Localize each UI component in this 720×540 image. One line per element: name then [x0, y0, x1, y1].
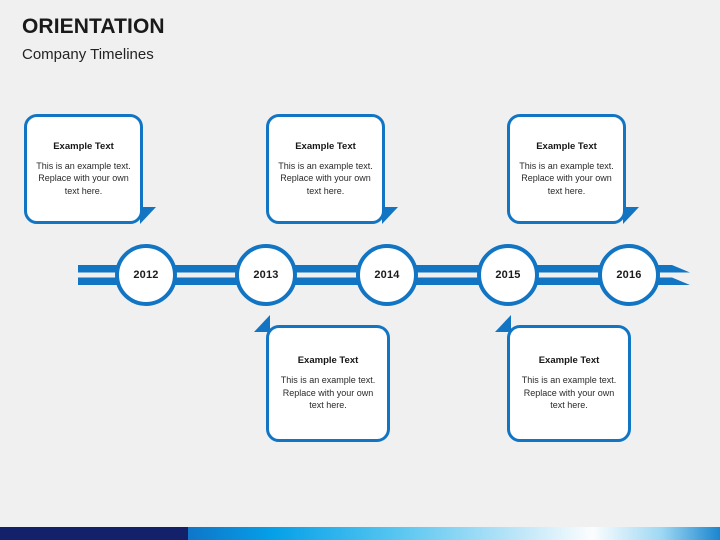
footer-gradient-segment [188, 527, 720, 540]
callout-title: Example Text [536, 140, 597, 152]
callout-top-3[interactable]: Example Text This is an example text. Re… [507, 114, 626, 224]
timeline-node-2014[interactable]: 2014 [356, 244, 418, 306]
page-title: ORIENTATION [22, 15, 165, 38]
page-subtitle: Company Timelines [22, 46, 154, 63]
timeline-node-label: 2014 [374, 269, 400, 281]
timeline-node-2015[interactable]: 2015 [477, 244, 539, 306]
callout-title: Example Text [53, 140, 114, 152]
callout-title: Example Text [295, 140, 356, 152]
callout-tail-icon [623, 207, 639, 224]
header: ORIENTATION Company Timelines [22, 14, 165, 66]
callout-title: Example Text [297, 355, 359, 367]
callout-top-2[interactable]: Example Text This is an example text. Re… [266, 114, 385, 224]
callout-tail-icon [495, 315, 511, 332]
timeline-node-label: 2015 [495, 269, 521, 281]
callout-body: This is an example text. Replace with yo… [278, 160, 373, 196]
footer-bar [0, 527, 720, 540]
callout-body: This is an example text. Replace with yo… [280, 375, 376, 411]
timeline-node-2016[interactable]: 2016 [598, 244, 660, 306]
timeline-node-label: 2012 [133, 269, 159, 281]
callout-top-1[interactable]: Example Text This is an example text. Re… [24, 114, 143, 224]
timeline-node-label: 2013 [253, 269, 279, 281]
callout-bottom-2[interactable]: Example Text This is an example text. Re… [507, 325, 631, 442]
timeline-node-label: 2016 [616, 269, 642, 281]
callout-tail-icon [382, 207, 398, 224]
callout-tail-icon [254, 315, 270, 332]
footer-navy-segment [0, 527, 188, 540]
callout-body: This is an example text. Replace with yo… [521, 375, 617, 411]
callout-title: Example Text [538, 355, 600, 367]
callout-body: This is an example text. Replace with yo… [519, 160, 614, 196]
callout-tail-icon [140, 207, 156, 224]
timeline-node-2012[interactable]: 2012 [115, 244, 177, 306]
callout-body: This is an example text. Replace with yo… [36, 160, 131, 196]
timeline-node-2013[interactable]: 2013 [235, 244, 297, 306]
callout-bottom-1[interactable]: Example Text This is an example text. Re… [266, 325, 390, 442]
